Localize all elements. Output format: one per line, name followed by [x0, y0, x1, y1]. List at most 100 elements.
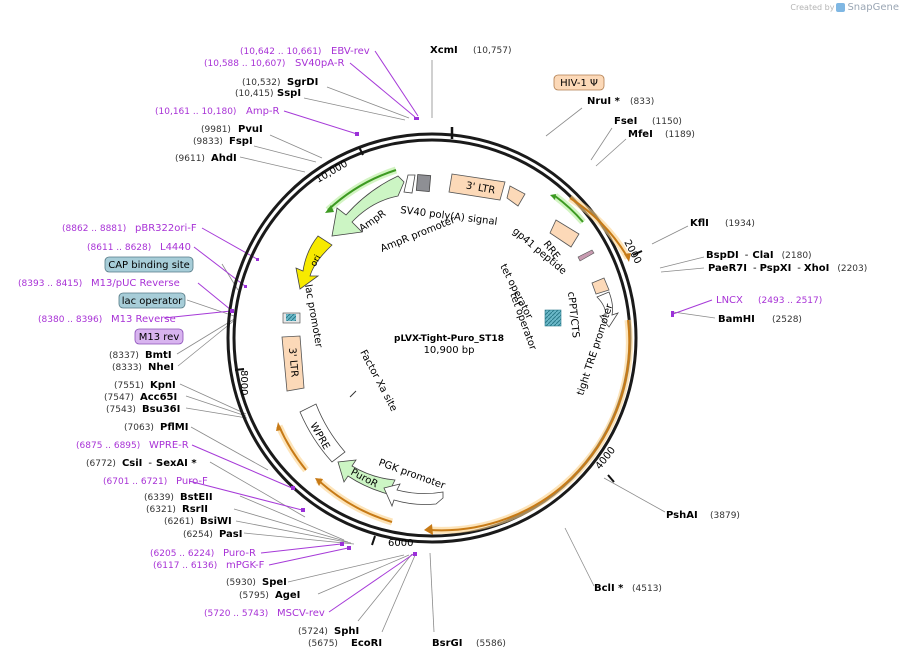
- enzyme-sspi-pos: (10,415): [235, 89, 274, 99]
- primer-ebv-rev-range: (10,642 .. 10,661): [240, 47, 321, 57]
- tick-marks: [234, 146, 643, 546]
- enzyme-fspi-pos: (9833): [193, 137, 223, 147]
- primer-lncx: LNCX: [716, 295, 743, 306]
- enzyme-nhei-pos: (8333): [112, 363, 142, 373]
- enzyme-sspi: SspI: [277, 88, 301, 99]
- hiv-psi-label: HIV-1 Ψ: [560, 78, 598, 89]
- sv40-box: [415, 174, 432, 193]
- enzyme-spei: SpeI: [262, 577, 287, 588]
- ltr-top-small: [506, 185, 526, 207]
- primer-m13-reverse-range: (8380 .. 8396): [38, 315, 102, 325]
- primer-puro-r: Puro-R: [223, 548, 256, 559]
- enzyme-bcli: BclI *: [594, 583, 624, 594]
- primer-mpgk-f-range: (6117 .. 6136): [153, 561, 217, 571]
- enzyme-bspdi: BspDI: [706, 250, 739, 261]
- enzyme-bsu36i-pos: (7543): [106, 405, 136, 415]
- enzyme-nrui: NruI *: [587, 96, 621, 107]
- primer-m13-puc-rev: M13/pUC Reverse: [91, 278, 180, 289]
- primer-l4440-range: (8611 .. 8628): [87, 243, 151, 253]
- green-arc-1-head: [325, 205, 334, 213]
- enzyme-pshai-pos: (3879): [710, 511, 740, 521]
- primer-puro-f: Puro-F: [176, 476, 208, 487]
- ltr-left-label: 3' LTR: [286, 347, 300, 377]
- enzyme-sgrdi-pos: (10,532): [242, 78, 281, 88]
- primer-ebv-rev: EBV-rev: [331, 46, 370, 57]
- factor-xa-label: Factor Xa site: [357, 348, 399, 413]
- enzyme-pvui: PvuI: [238, 124, 263, 135]
- enzyme-bamhi: BamHI: [718, 314, 755, 325]
- orange-arc-1-head: [624, 253, 631, 262]
- ltr-top-shape: [448, 173, 506, 201]
- credit-text: Created by: [790, 3, 835, 12]
- enzyme-paer7i-sep: -: [753, 263, 757, 274]
- enzyme-fsei: FseI: [614, 116, 637, 127]
- enzyme-xcmi: XcmI: [430, 45, 458, 56]
- enzyme-acc65i: Acc65I: [140, 392, 177, 403]
- m13-rev-box: [134, 328, 184, 345]
- enzyme-ecori: EcoRI: [351, 638, 382, 649]
- enzyme-sgrdi: SgrDI: [287, 77, 318, 88]
- backbone-outer: [226, 132, 638, 544]
- ampr-arrow: [331, 175, 405, 237]
- primer-marks: [230, 117, 674, 556]
- enzyme-clai-pos: (2180): [782, 251, 812, 261]
- enzyme-bcli-pos: (4513): [632, 584, 662, 594]
- enzyme-kfli-pos: (1934): [725, 219, 755, 229]
- enzyme-sphi-pos: (5724): [298, 627, 328, 637]
- cap-binding-site-label: CAP binding site: [108, 260, 190, 271]
- primer-m13-reverse: M13 Reverse: [111, 314, 176, 325]
- green-arc-1-line: [327, 169, 397, 211]
- cppt-shape: [591, 277, 610, 295]
- primer-pbr322ori-f: pBR322ori-F: [135, 223, 197, 234]
- orange-arc-4-head: [276, 422, 282, 431]
- enzyme-pvui-pos: (9981): [201, 125, 231, 135]
- primer-sv40pa-r-range: (10,588 .. 10,607): [204, 59, 285, 69]
- enzyme-nrui-pos: (833): [630, 97, 654, 107]
- cap-binding-site-box: [104, 256, 194, 273]
- enzyme-ahdi: AhdI: [211, 153, 237, 164]
- enzyme-kfli: KflI: [690, 218, 709, 229]
- primer-wpre-r-range: (6875 .. 6895): [76, 441, 140, 451]
- enzyme-xcmi-pos: (10,757): [473, 46, 512, 56]
- rre-shape: [549, 219, 580, 248]
- snapgene-logo-icon: [836, 3, 846, 12]
- enzyme-xhoi-pos: (2203): [837, 264, 867, 274]
- enzyme-pflmi: PflMI: [160, 422, 188, 433]
- enzyme-bsteii: BstEII: [180, 492, 213, 503]
- enzyme-bamhi-pos: (2528): [772, 315, 802, 325]
- tre-label: tight TRE promoter: [575, 302, 615, 397]
- primer-mpgk-f: mPGK-F: [226, 560, 265, 571]
- enzyme-mfei-pos: (1189): [665, 130, 695, 140]
- primer-pbr322ori-f-range: (8862 .. 8881): [62, 224, 126, 234]
- enzyme-bsu36i: Bsu36I: [142, 404, 180, 415]
- tick-label-8000: 8000: [238, 370, 249, 395]
- enzyme-kpni-pos: (7551): [114, 381, 144, 391]
- enzyme-kpni: KpnI: [150, 380, 176, 391]
- enzyme-bsiwi-pos: (6261): [164, 517, 194, 527]
- orange-arc-2-head: [424, 524, 433, 535]
- ori-arrow: [295, 235, 333, 290]
- lac-operator-label-box: [118, 292, 186, 309]
- enzyme-clai: ClaI: [752, 250, 773, 261]
- pgk-arrow: [383, 483, 444, 508]
- tet-operator-box: [544, 309, 562, 327]
- enzyme-bspdi-sep: -: [745, 250, 749, 261]
- orange-arc-1-line: [569, 197, 629, 259]
- tick-label-6000: 6000: [388, 538, 413, 549]
- enzyme-nhei: NheI: [148, 362, 174, 373]
- enzyme-bspdi-line: BspDI-ClaI (2180): [706, 250, 812, 261]
- primer-mscv-rev-range: (5720 .. 5743): [204, 609, 268, 619]
- map-size: 10,900 bp: [424, 345, 475, 356]
- enzyme-pasi-pos: (6254): [183, 530, 213, 540]
- enzyme-mfei: MfeI: [628, 129, 653, 140]
- enzyme-sexai: SexAI *: [156, 458, 197, 469]
- map-title: pLVX-Tight-Puro_ST18: [394, 334, 504, 344]
- primer-puro-f-range: (6701 .. 6721): [103, 477, 167, 487]
- enzyme-ecori-pos: (5675): [308, 639, 338, 649]
- hiv-psi-box: [553, 74, 605, 91]
- enzyme-fspi: FspI: [229, 136, 253, 147]
- enzyme-ahdi-pos: (9611): [175, 154, 205, 164]
- m13-rev-label: M13 rev: [139, 332, 180, 343]
